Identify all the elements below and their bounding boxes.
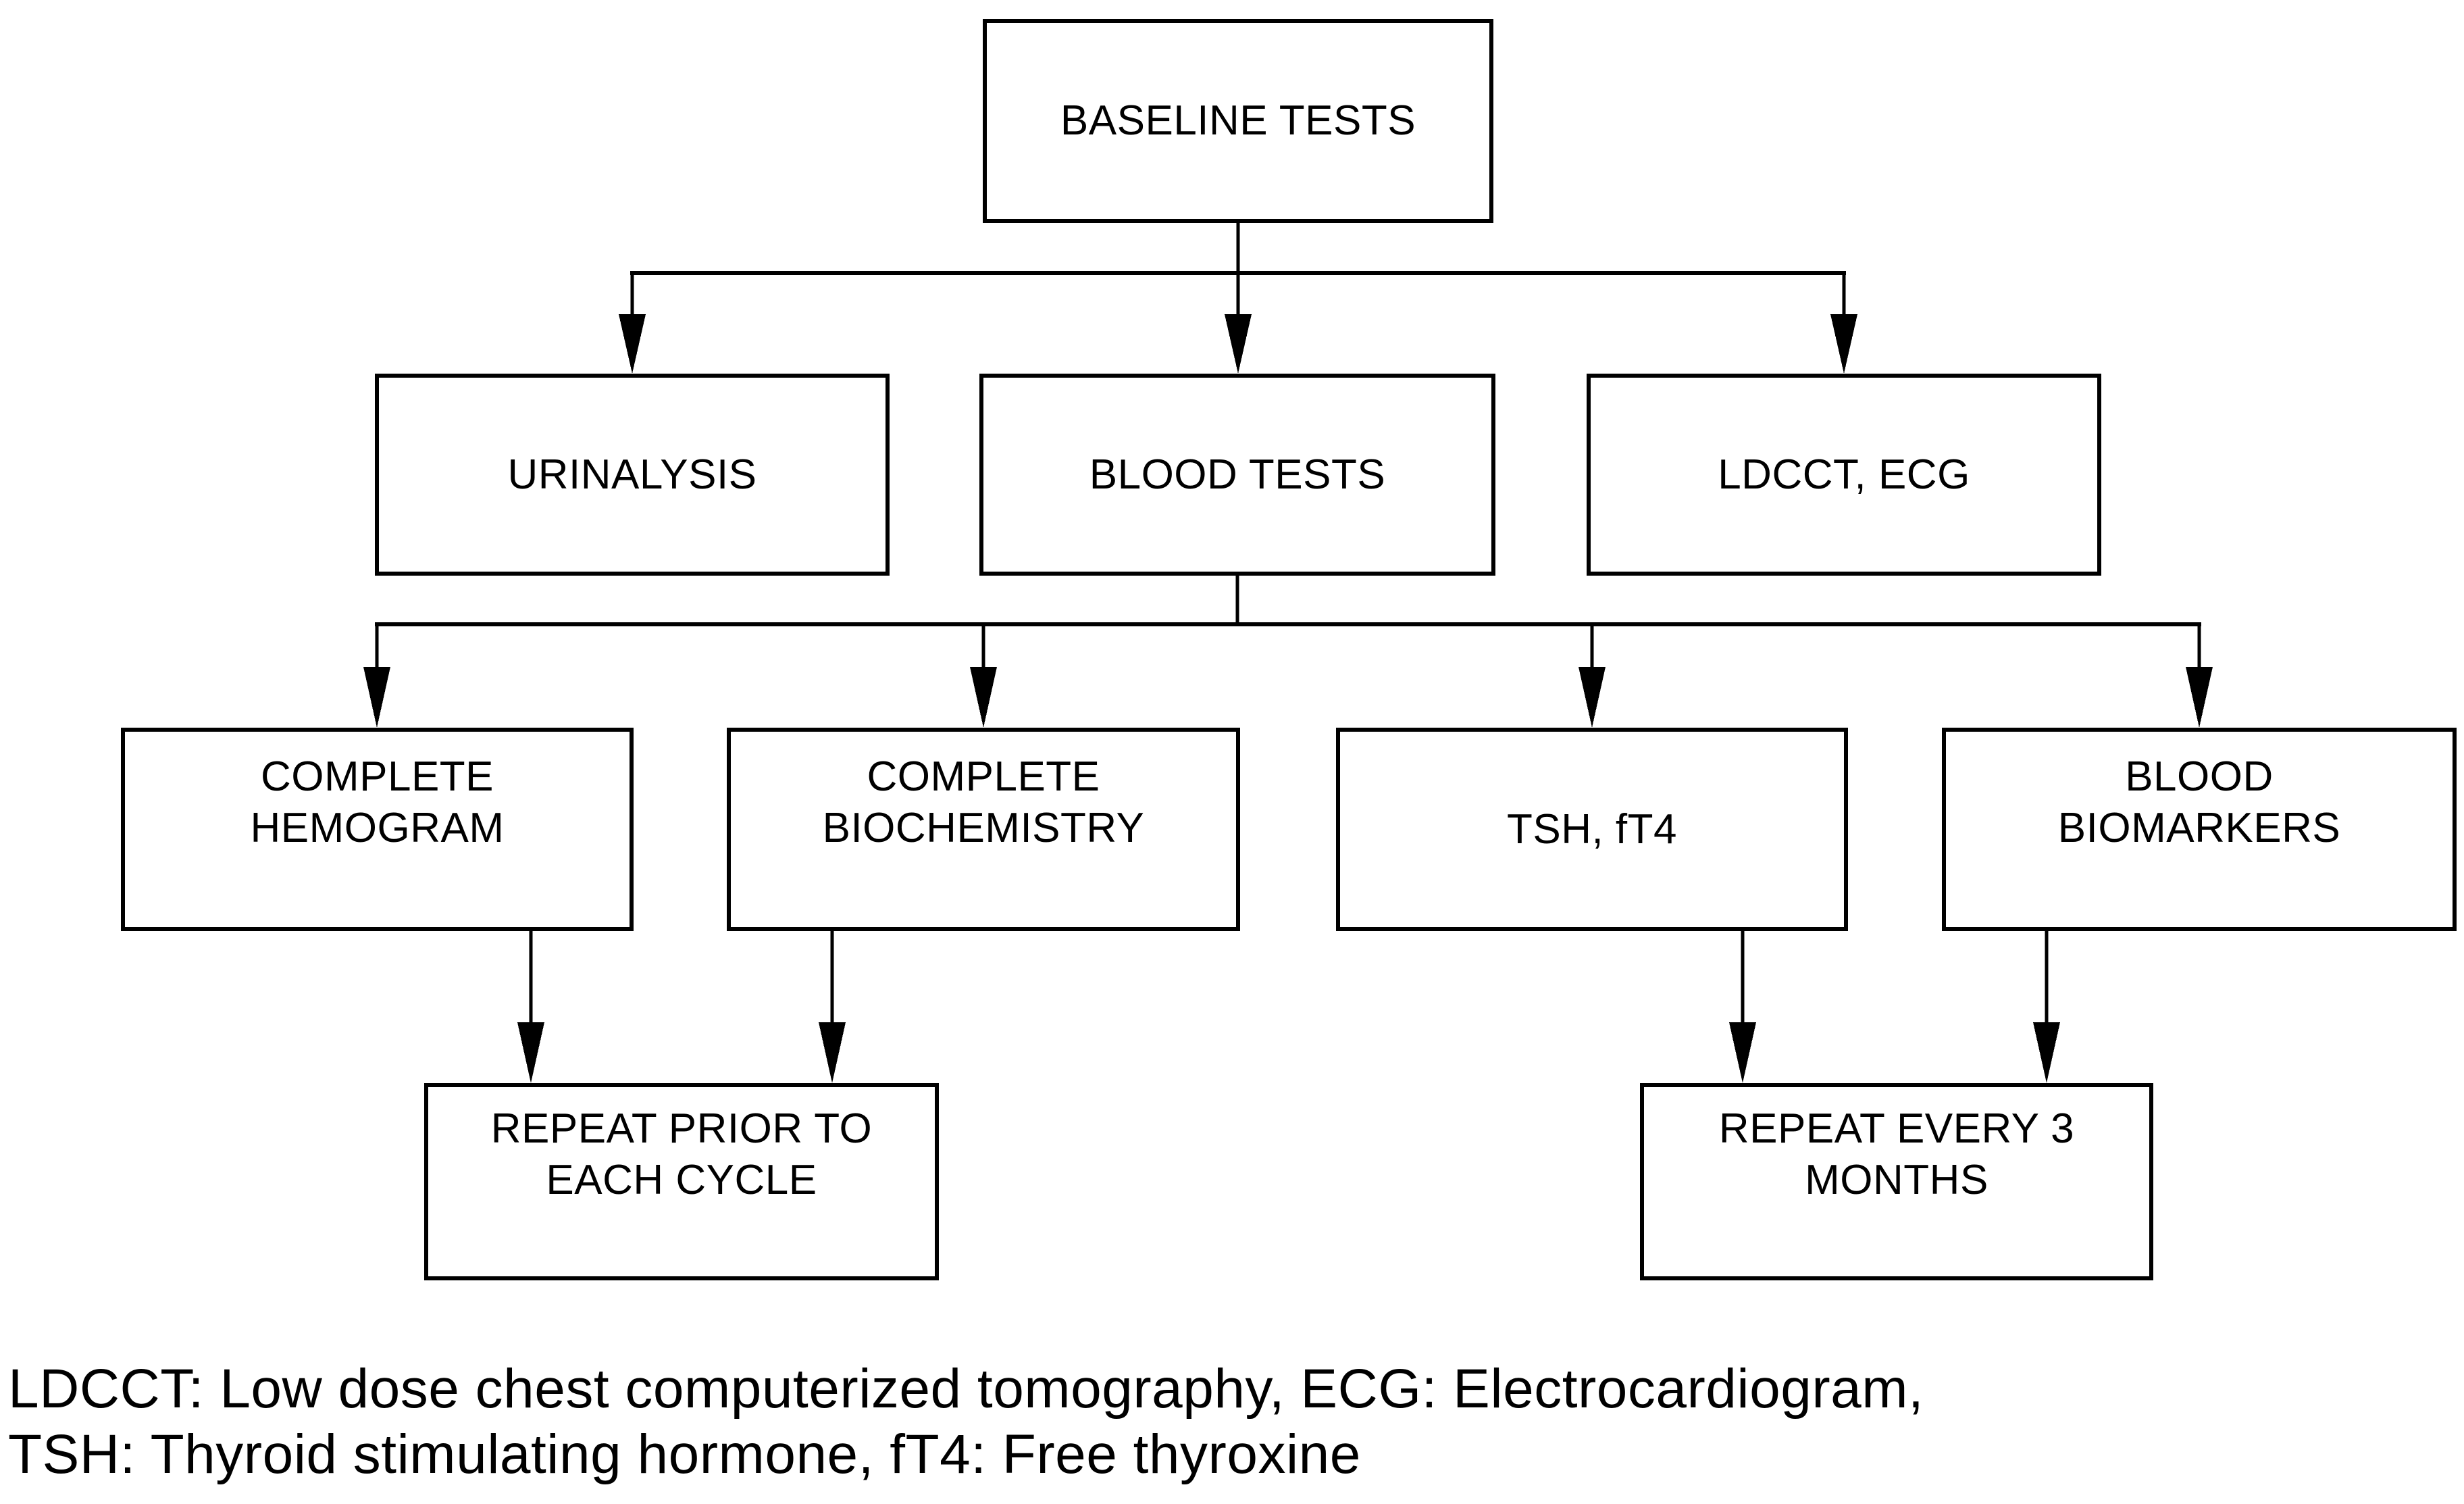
node-urinalysis: URINALYSIS — [375, 374, 890, 576]
node-repeat-prior-to-each-cycle: REPEAT PRIOR TO EACH CYCLE — [424, 1083, 939, 1280]
arrow-to-blood-tests — [1225, 314, 1252, 374]
node-repeat-every-3-months-label: REPEAT EVERY 3 MONTHS — [1718, 1105, 2075, 1203]
arrow-tsh-to-repeat-every-3 — [1729, 1022, 1756, 1083]
edge-baseline-to-row2 — [619, 221, 1857, 374]
node-blood-biomarkers: BLOOD BIOMARKERS — [1942, 728, 2457, 931]
arrow-to-tsh-ft4 — [1578, 667, 1606, 728]
node-baseline-tests: BASELINE TESTS — [983, 19, 1493, 223]
node-repeat-every-3-months: REPEAT EVERY 3 MONTHS — [1640, 1083, 2153, 1280]
arrow-to-complete-biochemistry — [970, 667, 997, 728]
node-tsh-ft4-label: TSH, fT4 — [1506, 805, 1678, 853]
node-complete-hemogram: COMPLETE HEMOGRAM — [121, 728, 634, 931]
node-complete-hemogram-label: COMPLETE HEMOGRAM — [250, 753, 505, 851]
node-blood-biomarkers-label: BLOOD BIOMARKERS — [2057, 753, 2341, 851]
arrow-to-ldcct-ecg — [1830, 314, 1857, 374]
node-baseline-tests-label: BASELINE TESTS — [1060, 97, 1416, 145]
node-ldcct-ecg: LDCCT, ECG — [1587, 374, 2101, 576]
legend-line-1: LDCCT: Low dose chest computerized tomog… — [8, 1358, 1924, 1420]
arrow-hemogram-to-repeat-prior — [517, 1022, 544, 1083]
legend: LDCCT: Low dose chest computerized tomog… — [8, 1357, 1924, 1488]
arrow-biochemistry-to-repeat-prior — [819, 1022, 846, 1083]
node-repeat-prior-to-each-cycle-label: REPEAT PRIOR TO EACH CYCLE — [490, 1105, 873, 1203]
arrow-to-blood-biomarkers — [2186, 667, 2213, 728]
arrow-to-complete-hemogram — [363, 667, 390, 728]
arrow-biomarkers-to-repeat-every-3 — [2033, 1022, 2060, 1083]
node-blood-tests-label: BLOOD TESTS — [1089, 451, 1386, 498]
legend-line-2: TSH: Thyroid stimulating hormone, fT4: F… — [8, 1423, 1361, 1485]
edge-to-repeat-prior — [517, 929, 846, 1083]
node-complete-biochemistry: COMPLETE BIOCHEMISTRY — [727, 728, 1240, 931]
edge-blood-tests-to-row3 — [363, 574, 2213, 728]
node-tsh-ft4: TSH, fT4 — [1336, 728, 1848, 931]
node-complete-biochemistry-label: COMPLETE BIOCHEMISTRY — [822, 753, 1145, 851]
node-ldcct-ecg-label: LDCCT, ECG — [1718, 451, 1970, 498]
edge-to-repeat-every-3 — [1729, 929, 2060, 1083]
node-blood-tests: BLOOD TESTS — [979, 374, 1495, 576]
arrow-to-urinalysis — [619, 314, 646, 374]
node-urinalysis-label: URINALYSIS — [507, 451, 757, 498]
